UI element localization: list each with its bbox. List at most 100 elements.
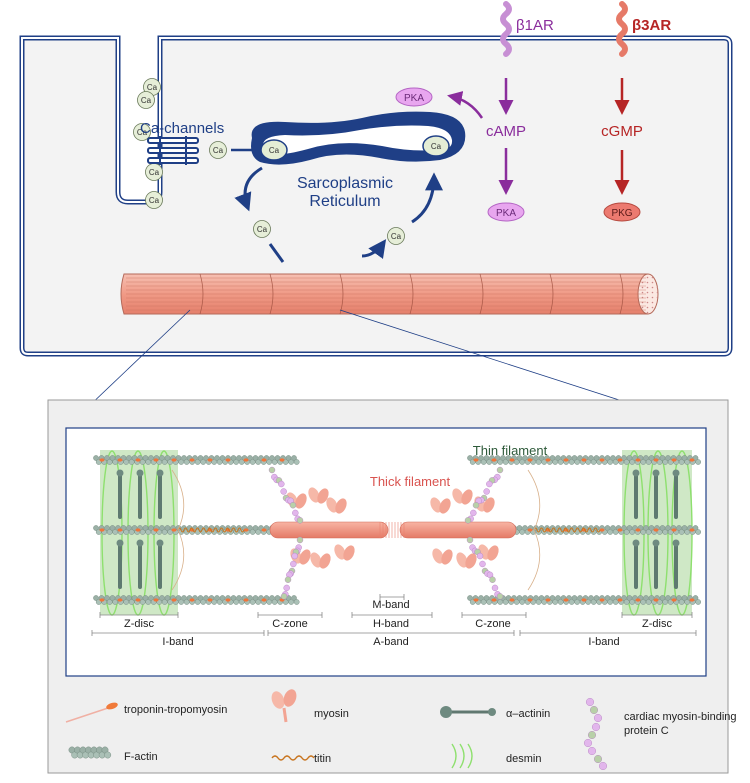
actin-bead [159,595,165,601]
actin-bead [178,599,184,605]
actin-bead [194,599,201,605]
troponin-dot [491,458,497,462]
actin-bead [535,599,542,605]
actin-bead [684,529,691,535]
troponin-dot [99,598,105,602]
legend-mybpc-domain [586,698,595,707]
actin-bead [502,459,509,465]
troponin-dot [617,528,623,532]
troponin-dot [207,598,213,602]
actin-bead [695,459,702,465]
myosin-head [441,549,453,565]
actin-bead [662,459,669,465]
actin-bead [252,525,259,531]
troponin-dot [171,598,177,602]
actin-bead [541,599,548,605]
pkg-label: PKG [611,208,632,219]
actin-bead [249,599,256,605]
myosin-head [461,489,473,505]
mybpc-domain [290,560,297,568]
myosin-icon [271,689,297,723]
actin-bead [681,525,688,531]
actin-bead [126,455,132,461]
actin-bead [497,459,504,465]
actin-bead [590,599,597,605]
c-zone-right-label: C-zone [475,618,510,630]
actin-bead [293,599,300,605]
z-disc-left-label: Z-disc [124,618,154,630]
actin-bead [112,459,118,465]
fibril-z-line [549,273,554,315]
troponin-dot [527,458,533,462]
actin-bead [139,459,146,465]
troponin-dot [635,598,641,602]
actin-bead [236,455,242,461]
myosin-head [299,549,311,565]
actin-bead [568,459,575,465]
actin-bead [557,599,564,605]
actin-bead [216,599,223,605]
actin-bead [167,599,173,605]
actin-bead [219,455,226,461]
actin-bead [648,455,655,461]
actin-bead [159,455,165,461]
actin-bead [604,455,611,461]
ca-ion-label: Ca [213,146,224,155]
actin-bead [486,599,493,605]
actin-bead [483,455,490,461]
actin-bead [593,525,600,531]
actin-bead [148,455,154,461]
actin-bead [643,595,649,601]
actin-bead [271,599,278,605]
actin-bead [535,459,542,465]
troponin-dot [581,598,587,602]
actin-bead [557,459,564,465]
mybpc-domain [283,584,290,592]
troponin-dot [117,458,123,462]
troponin-dot [117,528,123,532]
mybpc-domain [472,502,480,509]
actin-bead [623,459,630,465]
fibril-z-line [619,273,624,315]
myosin-head [452,488,464,504]
actin-bead [93,455,99,461]
troponin-dot [261,528,267,532]
actin-bead [293,459,300,465]
troponin-dot [135,528,141,532]
actin-bead [175,455,182,461]
legend-titin-label: titin [314,753,331,765]
actin-bead [656,599,663,605]
actin-bead [145,529,151,535]
actin-bead [467,455,473,461]
actin-bead [604,525,611,531]
actin-bead [274,595,281,601]
actin-bead [203,595,209,601]
actin-bead [214,455,220,461]
actin-bead [681,455,688,461]
troponin-dot [225,458,231,462]
legend-mybpc-label-line2: protein C [624,725,669,737]
actin-bead [128,599,135,605]
mybpc-domain [296,536,304,544]
actin-bead [266,599,273,605]
actin-bead [194,459,201,465]
actin-bead [106,459,113,465]
troponin-dot [671,528,677,532]
actin-bead [610,595,616,601]
troponin-dot [635,528,641,532]
actin-bead [181,595,187,601]
legend-mybpc-domain [584,739,593,748]
beta3-receptor-label: β3AR [632,17,671,34]
legend-mybpc-domain [599,762,608,771]
pka-bottom-badge [487,202,525,222]
actin-bead [271,459,278,465]
actin-bead [678,599,685,605]
actin-bead [255,459,262,465]
ca-ion-icon [253,220,271,238]
desmin-icon [451,743,473,769]
actin-bead [621,525,627,531]
beta3-receptor-icon [616,1,628,57]
titin-spring [533,527,601,533]
actin-bead [676,525,682,531]
